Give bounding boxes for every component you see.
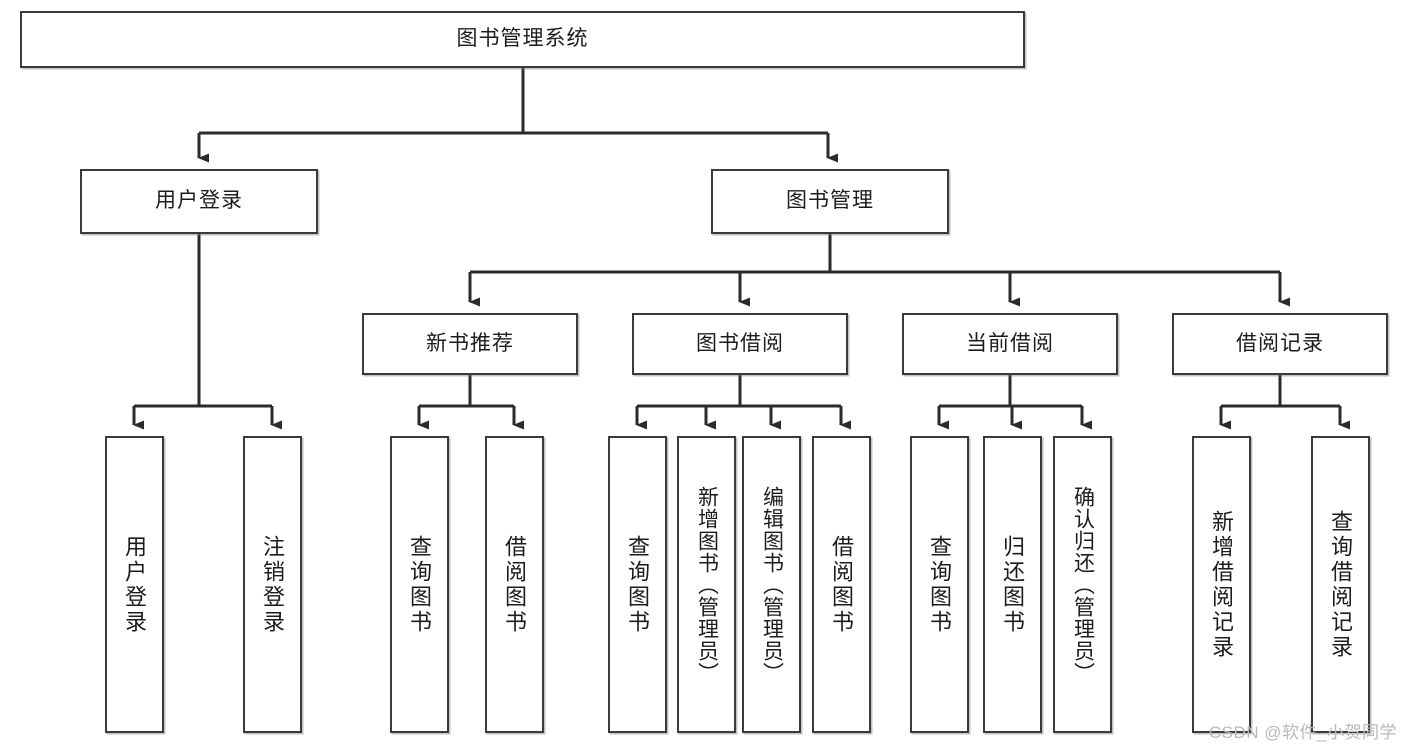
node-root-label: 图书管理系统	[456, 27, 589, 51]
node-leaf-add-book-label: 新增图书（管理员）	[695, 485, 719, 684]
node-leaf-query-record-label: 查询借阅记录	[1328, 509, 1354, 660]
node-leaf-borrow-book-2-label: 借阅图书	[829, 534, 855, 635]
node-leaf-confirm-return[interactable]: 确认归还（管理员）	[1053, 436, 1112, 733]
node-leaf-query-book-1-label: 查询图书	[407, 534, 433, 635]
node-leaf-edit-book-label: 编辑图书（管理员）	[760, 485, 784, 684]
node-leaf-user-login-label: 用户登录	[122, 534, 148, 635]
node-leaf-query-book-2[interactable]: 查询图书	[608, 436, 667, 733]
node-leaf-query-record[interactable]: 查询借阅记录	[1311, 436, 1370, 733]
node-leaf-add-record[interactable]: 新增借阅记录	[1192, 436, 1251, 733]
watermark-text: CSDN @软件_小贺同学	[1208, 723, 1397, 742]
node-leaf-borrow-book-1-label: 借阅图书	[502, 534, 528, 635]
node-leaf-query-book-1[interactable]: 查询图书	[390, 436, 449, 733]
node-leaf-query-book-3[interactable]: 查询图书	[910, 436, 969, 733]
node-user-login[interactable]: 用户登录	[80, 169, 318, 234]
node-book-manage[interactable]: 图书管理	[711, 169, 949, 234]
node-leaf-add-book[interactable]: 新增图书（管理员）	[677, 436, 736, 733]
node-leaf-borrow-book-2[interactable]: 借阅图书	[812, 436, 871, 733]
node-leaf-query-book-2-label: 查询图书	[625, 534, 651, 635]
node-leaf-user-logout[interactable]: 注销登录	[243, 436, 302, 733]
node-book-borrow[interactable]: 图书借阅	[632, 313, 848, 375]
node-borrow-record[interactable]: 借阅记录	[1172, 313, 1388, 375]
node-book-borrow-label: 图书借阅	[696, 331, 784, 355]
node-book-manage-label: 图书管理	[786, 189, 874, 213]
node-leaf-user-login[interactable]: 用户登录	[105, 436, 164, 733]
node-current-borrow[interactable]: 当前借阅	[902, 313, 1118, 375]
node-leaf-return-book[interactable]: 归还图书	[983, 436, 1042, 733]
node-root[interactable]: 图书管理系统	[20, 11, 1025, 68]
node-leaf-borrow-book-1[interactable]: 借阅图书	[485, 436, 544, 733]
node-leaf-add-record-label: 新增借阅记录	[1209, 509, 1235, 660]
node-user-login-label: 用户登录	[155, 189, 243, 213]
node-leaf-user-logout-label: 注销登录	[260, 534, 286, 635]
node-leaf-return-book-label: 归还图书	[1000, 534, 1026, 635]
node-leaf-edit-book[interactable]: 编辑图书（管理员）	[742, 436, 801, 733]
node-leaf-query-book-3-label: 查询图书	[927, 534, 953, 635]
node-new-book-rec-label: 新书推荐	[426, 331, 514, 355]
node-new-book-rec[interactable]: 新书推荐	[362, 313, 578, 375]
node-borrow-record-label: 借阅记录	[1236, 331, 1324, 355]
node-current-borrow-label: 当前借阅	[966, 331, 1054, 355]
node-leaf-confirm-return-label: 确认归还（管理员）	[1071, 485, 1095, 684]
